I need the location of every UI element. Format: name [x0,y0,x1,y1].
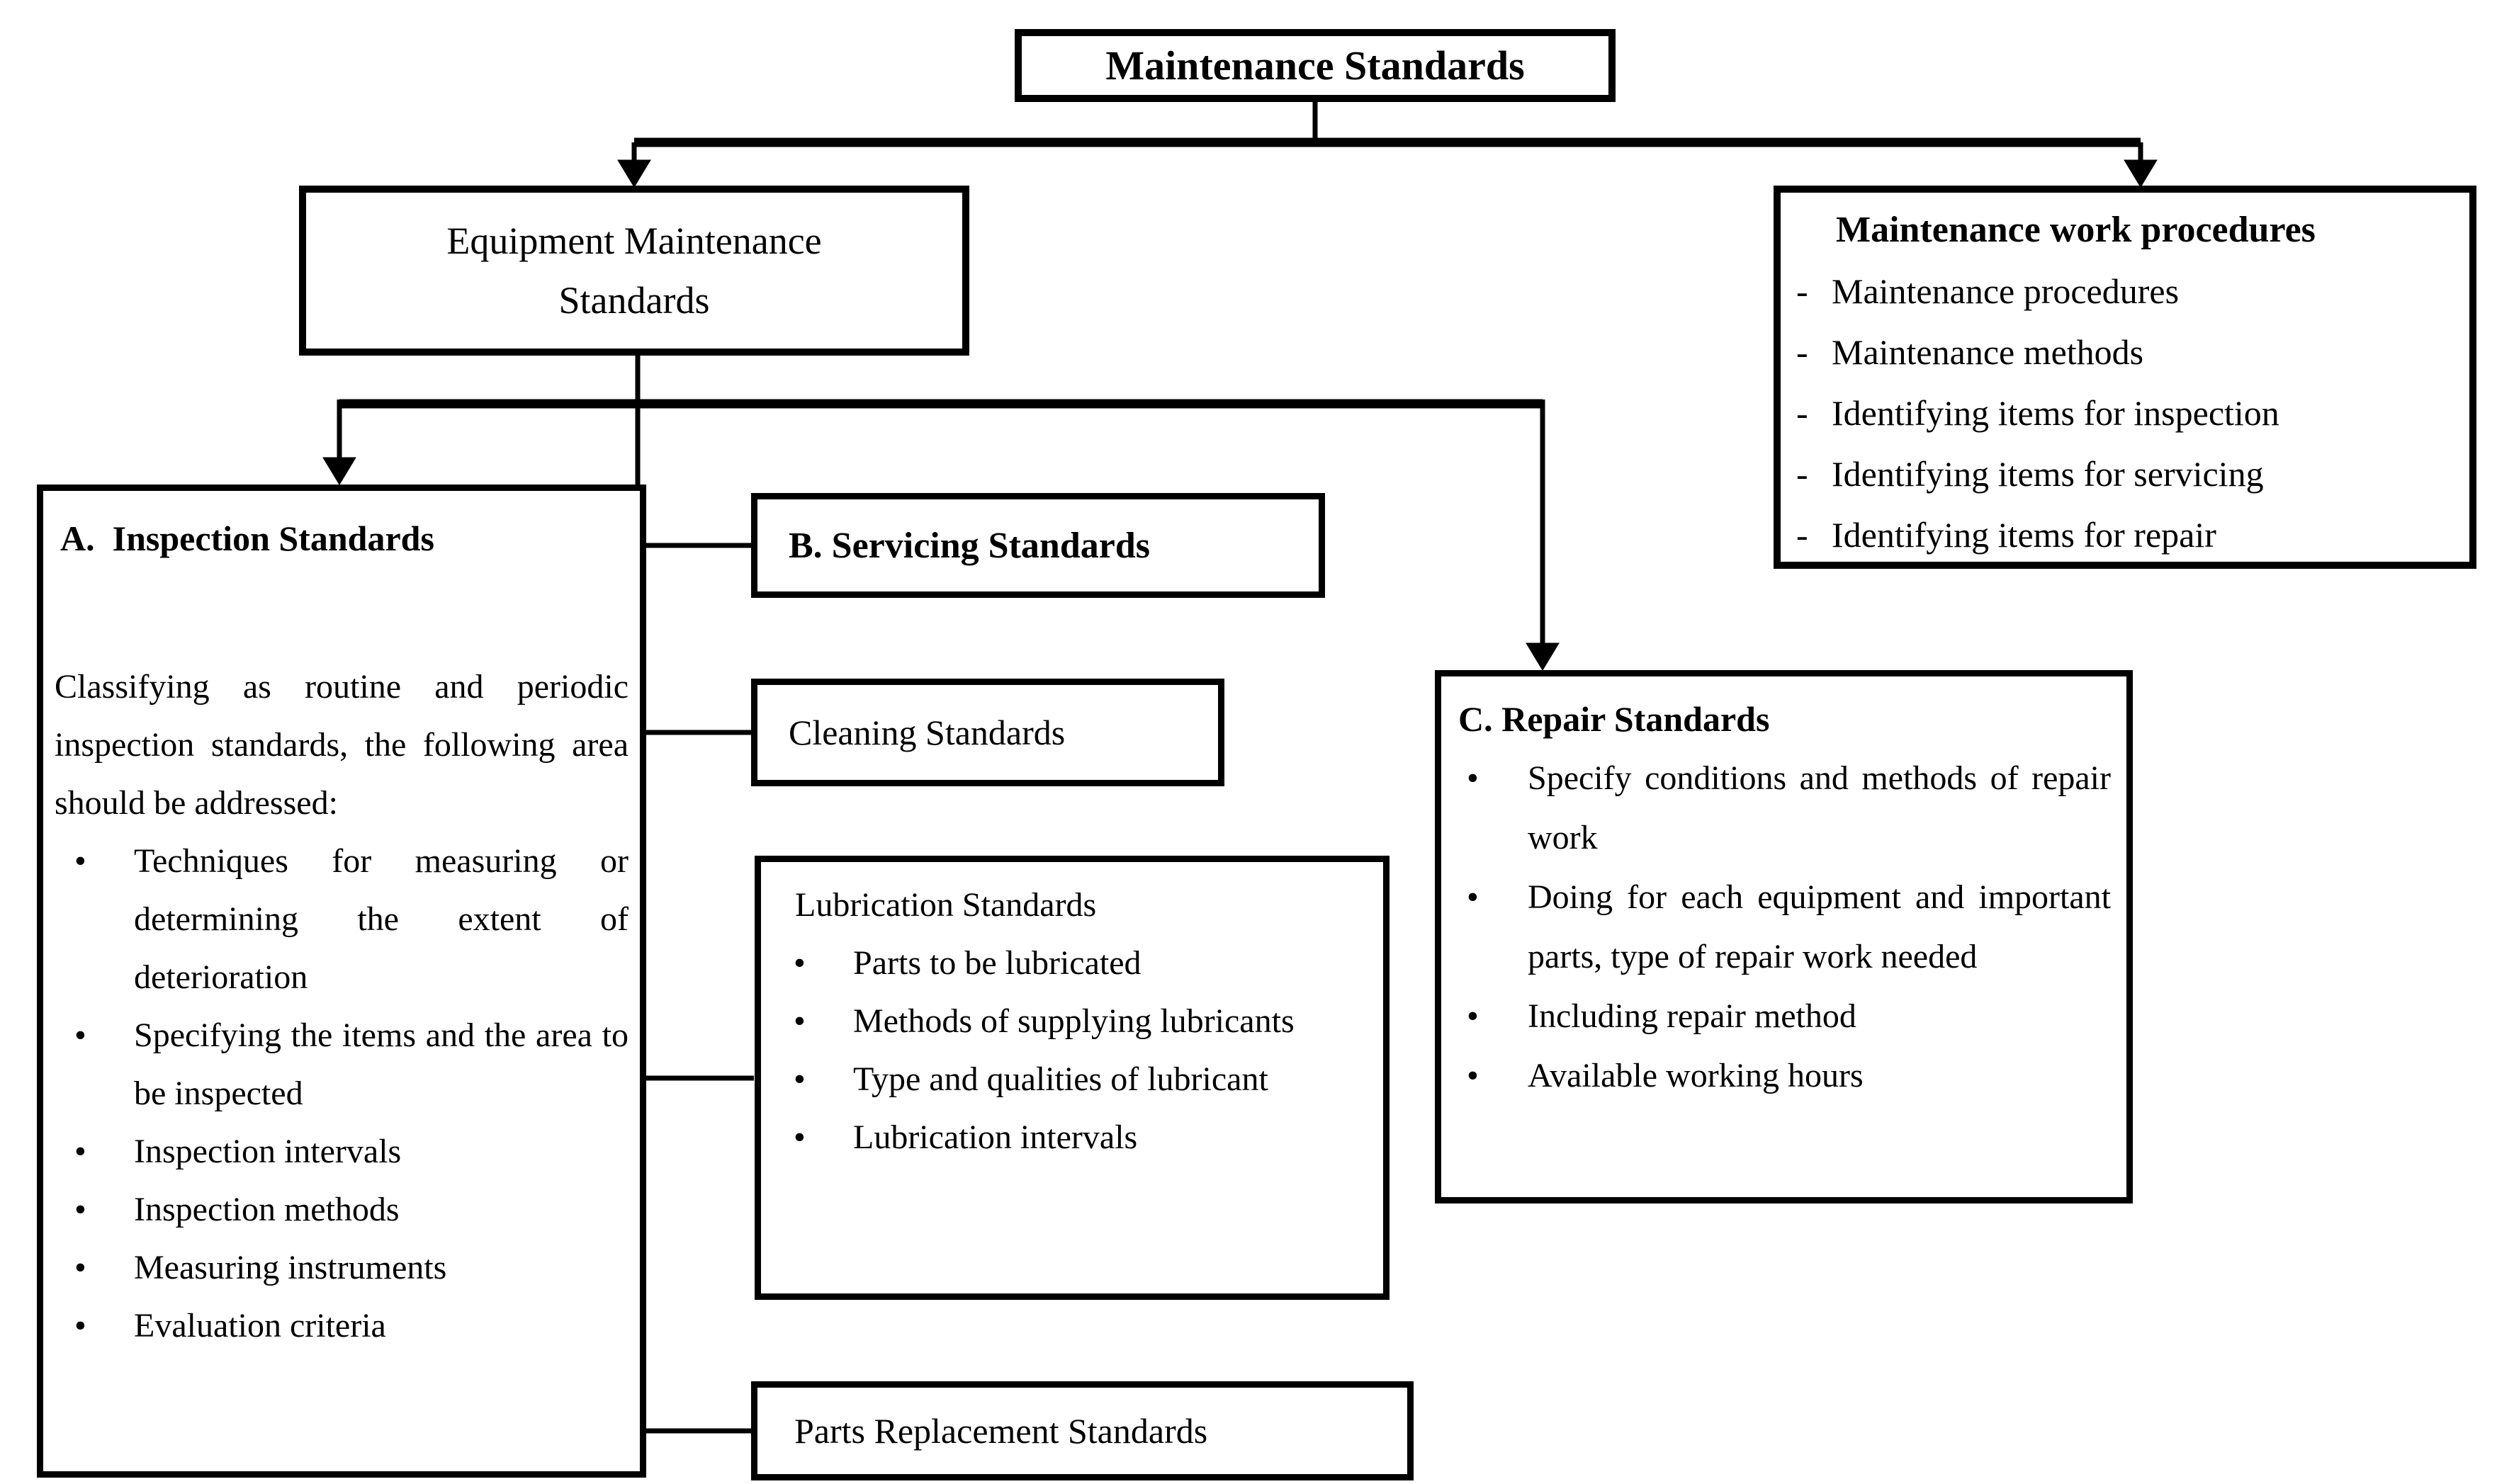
node-maintenance-work-procedures-title: Maintenance work procedures [1836,210,2316,250]
list-item-text: Available working hours [1528,1057,1864,1094]
list-item-text: Inspection intervals [134,1133,402,1170]
bullet-marker: • [74,842,86,880]
node-parts-replacement-standards-label: Parts Replacement Standards [794,1411,1208,1451]
list-item-text: Lubrication intervals [853,1118,1138,1156]
inspection-arrowhead [322,457,356,485]
list-item-text: Specifying the items and the area to be … [134,1016,629,1112]
list-item-text: Identifying items for repair [1832,515,2216,555]
list-item: • Inspection methods [55,1181,629,1239]
dash-marker: - [1796,515,1808,555]
node-parts-replacement-standards: Parts Replacement Standards [751,1381,1414,1480]
list-item-text: Specify conditions and methods of repair… [1528,759,2111,856]
bullet-marker: • [1467,878,1479,916]
bullet-marker: • [794,1002,806,1040]
node-maintenance-standards-label: Maintenance Standards [1105,43,1525,89]
node-inspection-standards-title: A. Inspection Standards [60,519,434,558]
node-servicing-standards-label: B. Servicing Standards [789,525,1150,566]
dash-marker: - [1796,454,1808,494]
repair-bullet-list: • Specify conditions and methods of repa… [1454,749,2111,1106]
list-item-text: Maintenance procedures [1832,271,2180,311]
list-item: -Maintenance methods [1796,322,2455,383]
node-lubrication-standards: Lubrication Standards • Parts to be lubr… [755,856,1390,1300]
node-servicing-standards: B. Servicing Standards [751,493,1325,598]
list-item-text: Techniques for measuring or determining … [134,842,629,996]
node-repair-standards-title: C. Repair Standards [1458,699,1770,739]
node-maintenance-standards: Maintenance Standards [1015,29,1616,102]
list-item: -Maintenance procedures [1796,261,2455,322]
list-item-text: Maintenance methods [1832,332,2144,372]
list-item: • Specify conditions and methods of repa… [1454,749,2111,868]
bullet-marker: • [794,1060,806,1098]
list-item-text: Parts to be lubricated [853,944,1142,982]
dash-marker: - [1796,393,1808,433]
list-item-text: Identifying items for servicing [1832,454,2264,494]
node-equipment-maintenance-standards: Equipment Maintenance Standards [299,186,969,356]
node-equipment-maintenance-standards-label: Equipment Maintenance Standards [446,220,822,322]
node-lubrication-standards-title: Lubrication Standards [795,886,1097,924]
list-item: • Including repair method [1454,987,2111,1046]
list-item-text: Measuring instruments [134,1249,447,1286]
list-item: • Methods of supplying lubricants [774,992,1370,1050]
lubrication-bullet-list: • Parts to be lubricated • Methods of su… [774,934,1370,1167]
list-item-text: Doing for each equipment and important p… [1528,878,2111,975]
list-item-text: Type and qualities of lubricant [853,1060,1268,1098]
bullet-marker: • [1467,1057,1479,1094]
list-item: • Type and qualities of lubricant [774,1050,1370,1109]
bullet-marker: • [794,1118,806,1156]
node-inspection-standards: A. Inspection Standards Classifying as r… [37,485,646,1478]
list-item: • Parts to be lubricated [774,934,1370,992]
inspection-intro-text: Classifying as routine and periodic insp… [55,668,629,822]
node-cleaning-standards-label: Cleaning Standards [789,713,1066,752]
list-item-text: Evaluation criteria [134,1307,386,1344]
repair-arrowhead [1526,642,1560,671]
list-item-text: Identifying items for inspection [1832,393,2279,433]
list-item: • Inspection intervals [55,1123,629,1181]
bullet-marker: • [74,1133,86,1170]
node-maintenance-work-procedures: Maintenance work procedures -Maintenance… [1774,186,2476,569]
bullet-marker: • [74,1191,86,1228]
dash-marker: - [1796,271,1808,311]
list-item: -Identifying items for inspection [1796,383,2455,443]
inspection-bullet-list: • Techniques for measuring or determinin… [55,832,629,1355]
list-item: • Techniques for measuring or determinin… [55,832,629,1007]
list-item-text: Inspection methods [134,1191,400,1228]
list-item: • Doing for each equipment and important… [1454,868,2111,987]
dash-marker: - [1796,332,1808,372]
bullet-marker: • [74,1249,86,1286]
list-item: -Identifying items for servicing [1796,443,2455,504]
list-item: • Specifying the items and the area to b… [55,1007,629,1123]
node-repair-standards: C. Repair Standards • Specify conditions… [1435,670,2133,1203]
list-item: • Lubrication intervals [774,1109,1370,1167]
bullet-marker: • [74,1016,86,1054]
list-item: • Available working hours [1454,1046,2111,1106]
bullet-marker: • [794,944,806,982]
procedures-arrowhead [2124,159,2158,188]
list-item: • Measuring instruments [55,1239,629,1297]
bullet-marker: • [1467,997,1479,1035]
list-item: • Evaluation criteria [55,1297,629,1355]
equipment-arrowhead [617,159,651,188]
node-cleaning-standards: Cleaning Standards [751,679,1224,786]
list-item: -Identifying items for repair [1796,504,2455,565]
list-item-text: Including repair method [1528,997,1856,1035]
list-item-text: Methods of supplying lubricants [853,1002,1295,1040]
bullet-marker: • [74,1307,86,1344]
bullet-marker: • [1467,759,1479,797]
